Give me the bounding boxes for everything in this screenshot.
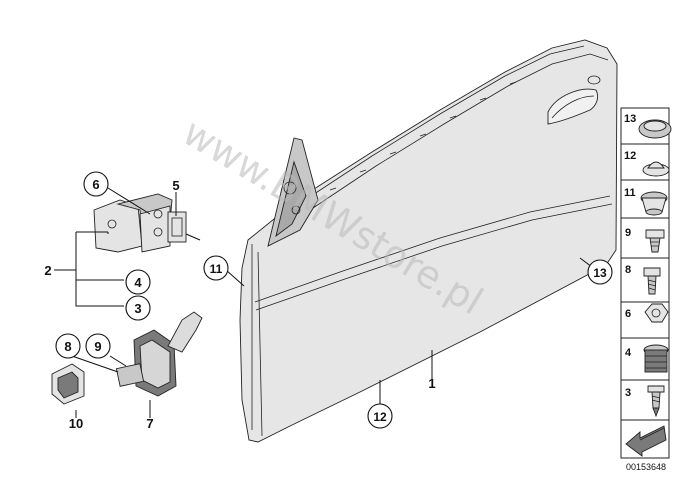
screw-icon bbox=[643, 267, 661, 295]
door-panel bbox=[239, 39, 618, 443]
grommet-icon bbox=[638, 119, 672, 139]
callout-12: 12 bbox=[373, 410, 387, 424]
legend-label-9: 9 bbox=[625, 227, 631, 239]
callout-4: 4 bbox=[134, 275, 142, 290]
callout-8: 8 bbox=[64, 339, 71, 354]
callout-5: 5 bbox=[172, 178, 179, 193]
callout-9: 9 bbox=[94, 339, 101, 354]
mirror-triangle bbox=[267, 137, 319, 247]
callout-2: 2 bbox=[44, 263, 51, 278]
legend-label-11: 11 bbox=[624, 187, 636, 199]
door-hinge bbox=[93, 193, 173, 253]
parts-legend: 13 12 11 9 8 6 4 3 bbox=[620, 107, 672, 472]
callout-10: 10 bbox=[69, 416, 83, 431]
callout-13: 13 bbox=[593, 266, 607, 280]
callout-7: 7 bbox=[146, 416, 153, 431]
legend-label-3: 3 bbox=[625, 387, 631, 399]
callout-11: 11 bbox=[210, 262, 223, 276]
check-strap-cover bbox=[51, 363, 85, 405]
clip-icon bbox=[645, 229, 665, 253]
legend-label-12: 12 bbox=[624, 150, 636, 162]
diagram-id: 00153648 bbox=[626, 462, 666, 472]
door-handle-recess bbox=[547, 88, 599, 125]
plug-cap-icon bbox=[642, 161, 670, 177]
callout-1: 1 bbox=[428, 376, 435, 391]
arrow-icon bbox=[625, 425, 667, 457]
callouts: 6 5 2 4 3 11 8 9 10 7 12 1 13 bbox=[44, 171, 613, 431]
insert-nut-icon bbox=[643, 344, 669, 373]
belt-clips bbox=[329, 81, 517, 191]
legend-label-6: 6 bbox=[625, 308, 631, 320]
legend-label-4: 4 bbox=[625, 347, 632, 359]
leader-lines bbox=[54, 187, 597, 418]
legend-label-8: 8 bbox=[625, 264, 631, 276]
rubber-plug-icon bbox=[640, 191, 668, 216]
hex-nut-icon bbox=[644, 303, 669, 323]
legend-label-13: 13 bbox=[624, 113, 636, 125]
callout-3: 3 bbox=[134, 301, 141, 316]
bolt-icon bbox=[647, 385, 665, 418]
hinge-shim-plate bbox=[167, 211, 187, 243]
callout-6: 6 bbox=[92, 177, 99, 192]
door-check-strap bbox=[115, 311, 203, 397]
